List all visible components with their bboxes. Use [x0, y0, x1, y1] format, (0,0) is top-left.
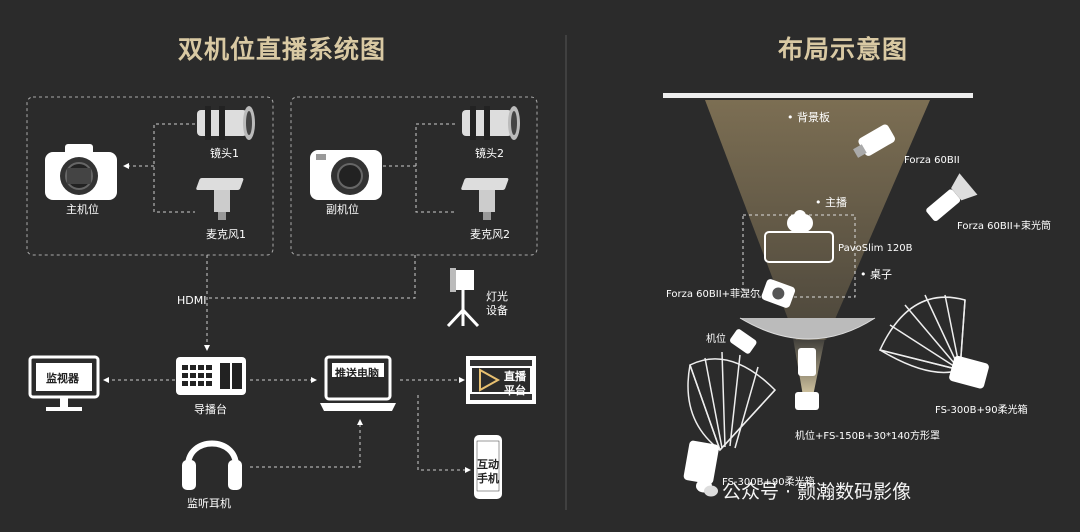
mic1-label: 麦克风1 [206, 228, 246, 241]
camera-icon [798, 348, 816, 376]
lens2-label: 镜头2 [475, 147, 504, 160]
second-camera-label: 副机位 [326, 203, 359, 216]
mic2-label: 麦克风2 [470, 228, 510, 241]
softbox-icon [687, 351, 777, 452]
switcher-icon [176, 357, 246, 395]
platform-label-2: 平台 [504, 384, 526, 397]
forza-light-icon [853, 124, 895, 158]
right-title: 布局示意图 [778, 35, 909, 64]
phone-label-1: 互动 [477, 458, 499, 471]
camera-icon [730, 329, 757, 354]
platform-label-1: 直播 [504, 370, 526, 383]
softbox-right-label: FS-300B+90柔光箱 [935, 405, 1028, 416]
reflector-arc [739, 317, 876, 340]
lens1-label: 镜头1 [210, 147, 239, 160]
camera-icon [45, 144, 117, 200]
light-head-icon [949, 355, 989, 389]
wechat-icon [696, 479, 718, 497]
main-camera-label: 主机位 [66, 203, 99, 216]
second-camera-group [290, 96, 538, 256]
phone-icon [474, 435, 502, 499]
panel-light [764, 231, 834, 263]
main-camera-group [26, 96, 274, 256]
backdrop-label: • 背景板 [787, 111, 830, 124]
hdmi-label: HDMI [177, 294, 207, 307]
softbox-icon [878, 294, 966, 374]
light-label-2: 设备 [486, 304, 508, 317]
snoot-light-label: Forza 60BII+束光筒 [957, 221, 1052, 232]
monitor-icon [28, 355, 100, 411]
camera-square-light-label: 机位+FS-150B+30*140方形罩 [795, 431, 941, 442]
microphone-icon [461, 178, 509, 220]
lens-icon [462, 106, 520, 140]
light-head-icon [683, 440, 719, 484]
microphone-icon [196, 178, 244, 220]
host-icon [787, 210, 813, 232]
light-label-1: 灯光 [486, 290, 508, 303]
fresnel-light-icon [761, 279, 796, 308]
phone-label-2: 手机 [477, 472, 499, 485]
headphones-icon [182, 440, 242, 490]
snoot-light-icon [926, 173, 978, 222]
camera-view-beam [705, 100, 930, 340]
camera-icon [310, 150, 382, 200]
left-title: 双机位直播系统图 [178, 35, 387, 64]
light-stand-icon [446, 268, 480, 328]
desk-label: • 桌子 [860, 268, 892, 281]
watermark-text: 公众号 · 颢瀚数码影像 [722, 481, 912, 503]
headphones-label: 监听耳机 [187, 497, 231, 510]
camera-position-label: 机位 [706, 334, 726, 345]
panel-light-label: PavoSlim 120B [838, 243, 913, 254]
monitor-label: 监视器 [46, 372, 79, 385]
laptop-icon [320, 355, 396, 411]
lens-icon [197, 106, 255, 140]
fresnel-light-label: Forza 60BII+菲涅尔 [666, 289, 761, 300]
switcher-label: 导播台 [194, 403, 227, 416]
camera-icon [795, 392, 819, 410]
play-platform-icon [466, 356, 536, 404]
forza-light-label: Forza 60BII [904, 155, 960, 166]
backdrop-bar [663, 93, 973, 98]
host-label: • 主播 [815, 196, 847, 209]
stream-pc-label: 推送电脑 [335, 367, 379, 380]
softbox-left-label: FS-300B+90柔光箱 [722, 477, 815, 488]
